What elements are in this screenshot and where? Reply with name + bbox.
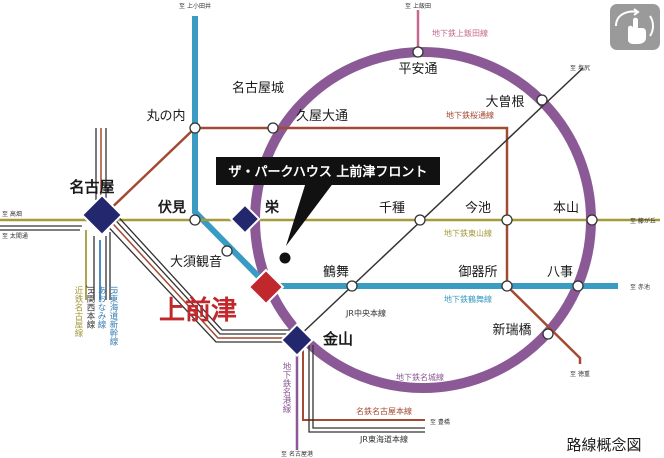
ozone-label: 大曽根: [485, 95, 524, 110]
yagoto-label: 八事: [547, 265, 573, 280]
shinmizuho-label: 新瑞橋: [492, 322, 531, 338]
callout-label: ザ・パークハウス 上前津フロント: [229, 164, 428, 180]
tsurumai-marker: [346, 280, 358, 292]
meijo-line-label: 地下鉄名城線: [396, 372, 444, 382]
terminus-tokushige: 至 徳重: [570, 370, 590, 378]
fushimi-marker: [189, 214, 201, 226]
osu-marker: [221, 245, 233, 257]
ozone-marker: [536, 94, 548, 106]
terminus-koboshi: 至 高畑: [2, 210, 22, 218]
touch-pan-icon-hand: [628, 17, 646, 44]
terminus-kamiiida: 至 上飯田: [405, 2, 431, 10]
imaike-label: 今池: [465, 200, 491, 216]
meitetsu-line: [302, 345, 425, 421]
kanayama-label: 金山: [322, 330, 353, 348]
osu-label: 大須観音: [170, 254, 222, 270]
kamimaezu-diamond: [247, 268, 285, 306]
terminus-toyohashi: 至 豊橋: [430, 418, 450, 426]
terminus-akaike: 至 赤池: [630, 283, 650, 291]
touch-pan-icon-arrows: [615, 8, 654, 37]
motoyama-label: 本山: [553, 201, 579, 216]
kintetsu-line-label: 近鉄名古屋線: [73, 285, 83, 337]
terminus-nagoyako: 至 名古屋港: [281, 450, 313, 458]
sakae-label: 栄: [264, 199, 280, 216]
callout-box: [216, 157, 440, 185]
marunouchi-label: 丸の内: [146, 108, 185, 124]
yagoto-marker: [572, 280, 584, 292]
shinmizuho-marker: [542, 328, 554, 340]
terminus-fujigaoka: 至 藤が丘: [630, 217, 656, 225]
station-markers: [189, 46, 598, 340]
gokiso-label: 御器所: [458, 265, 497, 280]
chikusa-label: 千種: [379, 200, 405, 216]
terminus-shiojiri: 至 塩尻: [570, 64, 590, 72]
nagoya-kanayama-bundle-2: [107, 211, 298, 335]
property-callout: ザ・パークハウス 上前津フロント: [216, 157, 440, 246]
nagoyajo-label: 名古屋城: [232, 80, 284, 96]
chikusa-marker: [414, 214, 426, 226]
nagoya-diamond: [80, 193, 124, 237]
nagoya-kanayama-bundle-4: [99, 217, 298, 343]
kamiiida-line-label: 地下鉄上飯田線: [432, 28, 488, 38]
jr-chuo-line-label: JR中央本線: [345, 308, 386, 318]
jr-tokaido-line-label: JR東海道本線: [359, 434, 408, 444]
jr-chuo-line: [296, 67, 584, 339]
nagoya-kanayama-bundle-1: [103, 213, 298, 339]
sakae-diamond: [229, 203, 261, 235]
nagoyajo-marker: [267, 122, 279, 134]
callout-pointer: [286, 182, 334, 246]
tsurumai-line-label: 地下鉄鶴舞線: [444, 294, 492, 304]
motoyama-marker: [586, 214, 598, 226]
heian-marker: [412, 46, 424, 58]
jr-tokaido-line: [308, 345, 425, 433]
jr-kansai-line-label: JR関西本線: [85, 285, 95, 328]
higashiyama-line-label: 地下鉄東山線: [444, 228, 492, 238]
meitetsu-line-label: 名鉄名古屋本線: [356, 406, 412, 416]
jr-shinkansen-line-label: JR東海道新幹線: [108, 285, 118, 345]
terminus-taikodori: 至 太閤通: [2, 232, 28, 240]
fushimi-label: 伏見: [158, 199, 186, 216]
map-caption: 路線概念図: [566, 436, 641, 454]
marunouchi-marker: [189, 122, 201, 134]
gokiso-marker: [501, 280, 513, 292]
terminus-kamiotai: 至 上小田井: [179, 2, 211, 10]
hisaya-label: 久屋大通: [296, 109, 348, 124]
touch-pan-icon[interactable]: [610, 4, 660, 50]
aonami-line-label: あおなみ線: [96, 286, 106, 329]
tsurumai-label: 鶴舞: [323, 264, 349, 280]
kamimaezu-label: 上前津: [159, 295, 237, 326]
sakuradori-line-label: 地下鉄桜通線: [446, 110, 494, 120]
nagoya-kanayama-bundle-3: [111, 209, 298, 331]
kanayama-diamond: [280, 323, 314, 357]
property-location-dot: [279, 252, 291, 264]
heian-label: 平安通: [398, 62, 437, 77]
nagoya-label: 名古屋: [69, 178, 114, 196]
jr-tokaido-line-2: [312, 345, 425, 429]
meiko-line-label: 地下鉄名港線: [281, 361, 291, 413]
imaike-marker: [501, 214, 513, 226]
